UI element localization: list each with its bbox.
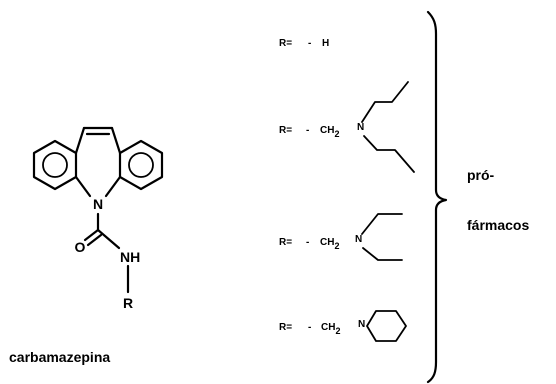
- carbonyl-double-bond-b: [86, 233, 103, 247]
- dash: -: [308, 38, 311, 49]
- group-ch2: CH2: [320, 125, 339, 139]
- atom-r: R: [123, 295, 133, 311]
- right-aromatic-circle: [128, 152, 154, 178]
- carbonyl-to-nh-bond: [96, 228, 121, 250]
- atom-nh: NH: [120, 249, 140, 265]
- atom-o: O: [75, 239, 86, 255]
- atom-n: N: [355, 234, 362, 245]
- dash: -: [306, 125, 309, 136]
- carbamazepine-caption: carbamazepina: [9, 349, 110, 365]
- dash: -: [308, 322, 311, 333]
- dash: -: [306, 237, 309, 248]
- r-label: R=: [279, 322, 292, 333]
- atom-n: N: [93, 196, 103, 212]
- ethyl-chain-lower: [362, 247, 403, 261]
- carbamazepine-structure: N O NH R: [32, 126, 164, 311]
- bridge-bond-left: [74, 126, 86, 155]
- group-ch2: CH2: [321, 322, 340, 336]
- bridge-bond-right: [110, 126, 122, 155]
- carbonyl-double-bond-a: [83, 228, 100, 242]
- left-aromatic-circle: [42, 152, 68, 178]
- atom-n: N: [358, 319, 365, 330]
- atom-n: N: [357, 122, 364, 133]
- substituent-diethylaminomethyl: R= - CH2 N: [279, 213, 403, 261]
- right-brace: [426, 10, 448, 384]
- group-hydrogen: H: [322, 38, 329, 49]
- r-label: R=: [279, 237, 292, 248]
- prodrug-label-line2: fármacos: [467, 217, 529, 233]
- group-ch2: CH2: [320, 237, 339, 251]
- propyl-chain-upper: [361, 81, 409, 123]
- right-benzene-ring: [118, 139, 164, 191]
- piperidine-ring: [366, 310, 407, 342]
- ring-to-n-right: [104, 175, 122, 198]
- r-label: R=: [279, 125, 292, 136]
- prodrug-label-line1: pró-: [467, 167, 495, 183]
- propyl-chain-lower: [363, 135, 415, 173]
- substituent-dipropylaminomethyl: R= - CH2 N: [279, 81, 415, 173]
- ethyl-chain-upper: [361, 213, 403, 235]
- substituent-piperidinomethyl: R= - CH2 N: [279, 310, 407, 342]
- substituent-hydrogen: R= - H: [279, 38, 329, 49]
- r-label: R=: [279, 38, 292, 49]
- left-benzene-ring: [32, 139, 78, 191]
- ring-to-n-left: [74, 175, 92, 198]
